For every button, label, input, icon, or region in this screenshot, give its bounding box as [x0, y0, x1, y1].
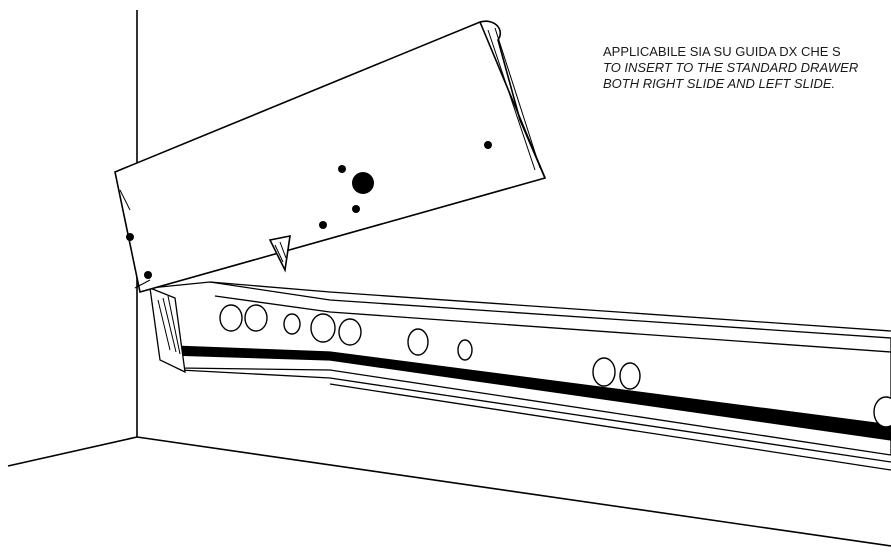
rail-hole: [457, 339, 473, 361]
rail-top-lip: [209, 281, 891, 332]
plate-notches: [119, 189, 151, 289]
plate-side-edge: [479, 20, 546, 179]
rail-hole: [338, 318, 362, 346]
rail-hole: [407, 328, 429, 356]
plate-holes: [126, 141, 492, 279]
cabinet-floor-edge-right: [136, 436, 891, 547]
rail-hole: [283, 313, 301, 335]
bracket-hatching: [157, 295, 181, 355]
plate-hole: [144, 271, 152, 279]
rail-hole: [310, 313, 336, 343]
rail-hole: [873, 396, 891, 428]
rail-hole: [592, 357, 616, 387]
rail-holes: [219, 304, 891, 428]
tab-hatching: [274, 241, 287, 263]
caption-line-english-1: TO INSERT TO THE STANDARD DRAWER: [603, 60, 859, 75]
plate-side-lines: [487, 27, 541, 171]
plate-hole: [126, 233, 134, 241]
plate-face: [114, 20, 547, 294]
plate-hole: [338, 165, 346, 173]
rail-bottom-edge-outer: [329, 383, 891, 471]
plate-tab: [268, 234, 291, 273]
cabinet-floor-edge-left: [7, 436, 138, 467]
plate-hole-large: [352, 172, 374, 194]
rail-hole: [244, 304, 268, 332]
caption-line-english-2: BOTH RIGHT SLIDE AND LEFT SLIDE.: [603, 76, 836, 91]
plate-hole: [484, 141, 492, 149]
bracket-plate: [114, 20, 547, 294]
rail-bottom-edge: [179, 369, 891, 463]
rail-inner-edge: [214, 295, 891, 353]
caption-line-italian: APPLICABILE SIA SU GUIDA DX CHE S: [603, 44, 841, 59]
rail-hole: [219, 304, 243, 332]
plate-hole: [319, 221, 327, 229]
plate-hole: [352, 205, 360, 213]
caption-block: APPLICABILE SIA SU GUIDA DX CHE S TO INS…: [603, 44, 858, 92]
rail-hole: [619, 362, 641, 390]
